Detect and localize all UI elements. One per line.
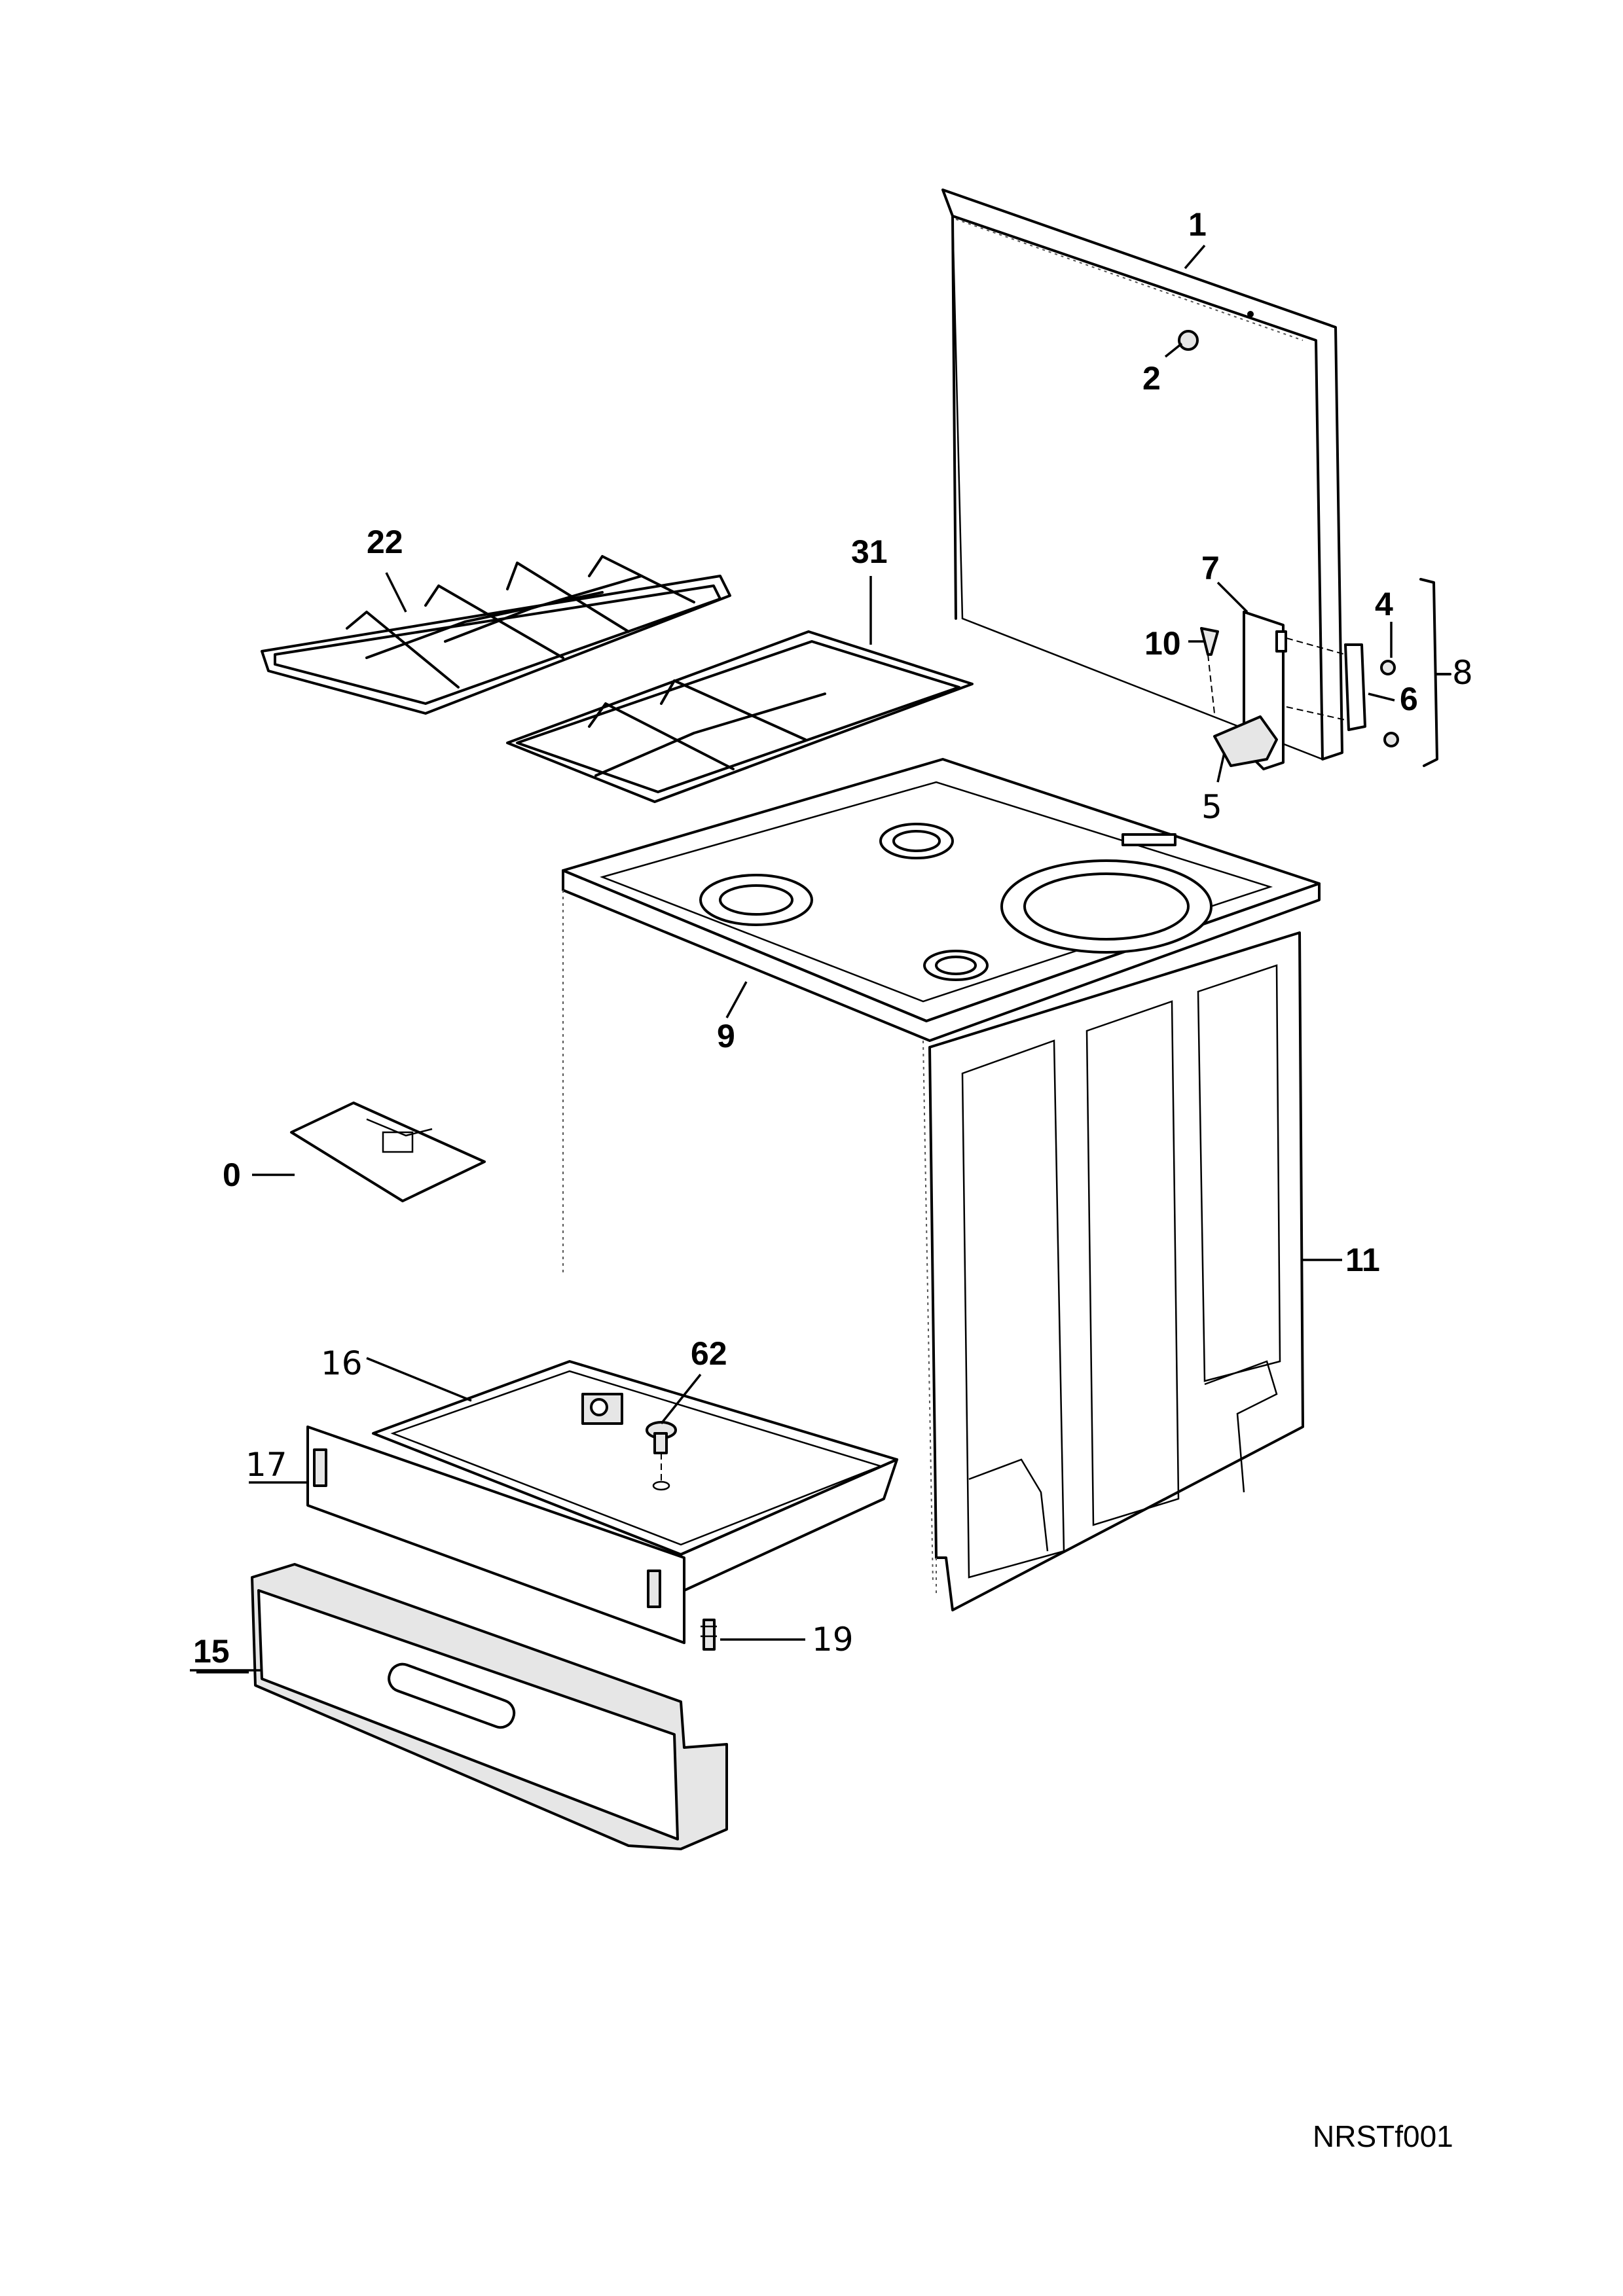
drawing-code: NRSTf001 xyxy=(1313,2119,1453,2153)
back-panel xyxy=(941,188,1343,761)
label-11: 11 xyxy=(1345,1242,1380,1278)
pan-support-left xyxy=(261,555,731,715)
label-7: 7 xyxy=(1201,550,1220,586)
label-31: 31 xyxy=(851,533,888,570)
label-8: 8 xyxy=(1452,654,1473,692)
instruction-booklet xyxy=(290,1102,486,1202)
label-16: 16 xyxy=(321,1344,363,1382)
label-17: 17 xyxy=(246,1446,287,1484)
label-22: 22 xyxy=(367,524,403,560)
label-15: 15 xyxy=(193,1633,230,1670)
label-0: 0 xyxy=(223,1157,241,1193)
drawer-front-cover xyxy=(251,1563,728,1850)
drawer-screw xyxy=(701,1619,717,1651)
label-62: 62 xyxy=(691,1335,727,1372)
label-2: 2 xyxy=(1142,360,1161,397)
label-10: 10 xyxy=(1144,625,1181,662)
hinge-assembly xyxy=(1200,578,1451,770)
label-4: 4 xyxy=(1375,586,1393,622)
pan-support-right xyxy=(506,630,974,803)
label-1: 1 xyxy=(1188,206,1207,243)
drawer-tray xyxy=(372,1360,898,1592)
label-6: 6 xyxy=(1400,681,1418,717)
label-19: 19 xyxy=(812,1621,854,1659)
label-5: 5 xyxy=(1201,788,1222,826)
cooker-body xyxy=(562,758,1321,1611)
label-9: 9 xyxy=(717,1018,735,1054)
part-labels: 1 2 22 31 7 10 4 6 8 5 9 0 11 16 62 17 1… xyxy=(193,206,1473,1670)
fixing-clip xyxy=(646,1421,677,1491)
drawer-front-inner xyxy=(306,1426,685,1644)
leader-lines xyxy=(190,244,1395,1674)
